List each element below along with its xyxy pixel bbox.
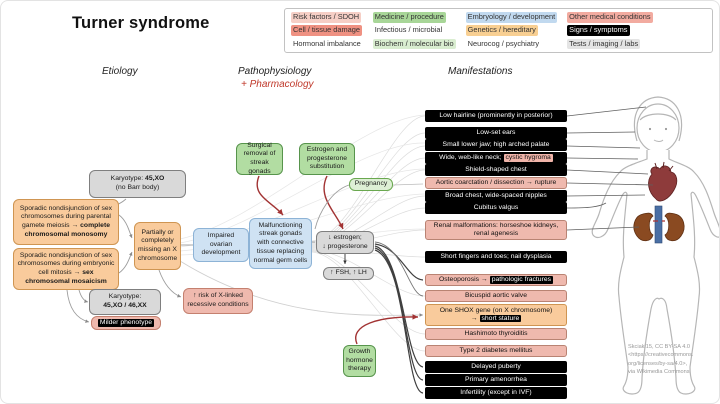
streak-gonads-box: Malfunctioning streak gonads with connec… <box>249 218 312 269</box>
lines-rows-to-body <box>566 106 654 231</box>
legend-item-tests: Tests / imaging / labs <box>567 38 641 49</box>
growth-hormone-therapy-box: Growth hormone therapy <box>343 345 376 377</box>
legend-item-infectious: Infectious / microbial <box>374 25 443 35</box>
cystic-hygroma-highlight: cystic hygroma <box>503 153 553 163</box>
high-fsh-lh-box: ↑ FSH, ↑ LH <box>323 267 374 280</box>
manifestation-delayed-puberty: Delayed puberty <box>425 361 567 373</box>
manifestation-renal-malformations: Renal malformations: horseshoe kidneys, … <box>425 220 567 240</box>
manifestation-shox-short-stature: One SHOX gene (on X chromosome) →short s… <box>425 304 567 326</box>
legend-column: Risk factors / SDOH Cell / tissue damage… <box>291 12 363 49</box>
legend-item-genetics: Genetics / hereditary <box>465 25 538 36</box>
legend-item-hormonal-imbalance: Hormonal imbalance <box>293 38 361 48</box>
impaired-ovarian-development-box: Impaired ovarian development <box>193 228 249 262</box>
lines-low-estrogen-effects <box>374 243 424 394</box>
short-stature-highlight: short stature <box>479 315 522 323</box>
manifestation-primary-amenorrhea: Primary amenorrhea <box>425 374 567 386</box>
cause-meiosis-box: Sporadic nondisjunction of sex chromosom… <box>13 199 119 245</box>
legend-item-biochem: Biochem / molecular bio <box>372 38 456 49</box>
legend-column: Medicine / procedure Infectious / microb… <box>372 12 456 49</box>
child-figure-illustration <box>591 96 719 395</box>
line-pregnancy-aortic <box>392 183 424 186</box>
column-header-etiology: Etiology <box>102 66 138 77</box>
legend-item-embryology: Embryology / development <box>465 12 558 23</box>
manifestation-cubitus-valgus: Cubitus valgus <box>425 202 567 214</box>
manifestation-low-set-ears: Low-set ears <box>425 127 567 139</box>
manifestation-type2-diabetes: Type 2 diabetes mellitus <box>425 345 567 357</box>
milder-phenotype-box: Milder phenotype <box>91 316 161 330</box>
manifestation-shield-chest: Shield-shaped chest <box>425 164 567 176</box>
pregnancy-box: Pregnancy <box>349 178 393 191</box>
surgical-removal-box: Surgical removal of streak gonads <box>236 142 283 175</box>
column-header-pharmacology: + Pharmacology <box>241 79 314 90</box>
estrogen-substitution-box: Estrogen and progesterone substitution <box>299 143 355 175</box>
column-header-manifestations: Manifestations <box>448 66 513 77</box>
legend-item-risk-factors: Risk factors / SDOH <box>291 12 362 23</box>
legend-item-other-conditions: Other medical conditions <box>567 12 653 23</box>
manifestation-low-hairline: Low hairline (prominently in posterior) <box>425 110 567 122</box>
column-header-pathophysiology: Pathophysiology <box>238 66 312 77</box>
image-attribution: Skciaki15, CC BY-SA 4.0 <https://creativ… <box>628 344 694 376</box>
manifestation-osteoporosis: Osteoporosis →pathologic fractures <box>425 274 567 286</box>
manifestation-web-neck: Wide, web-like neck;cystic hygroma <box>425 152 567 164</box>
karyotype-mosaic-box: Karyotype: 45,XO / 46,XX <box>89 289 161 315</box>
manifestation-broad-chest: Broad chest, wide-spaced nipples <box>425 190 567 202</box>
legend-item-neurocog: Neurocog / psychiatry <box>467 38 540 48</box>
pathologic-fractures-highlight: pathologic fractures <box>489 275 554 285</box>
manifestation-small-jaw: Small lower jaw; high arched palate <box>425 139 567 151</box>
kidneys-illustration <box>633 205 685 244</box>
manifestation-hashimoto: Hashimoto thyroiditis <box>425 328 567 340</box>
line-estrogen-bicuspid <box>374 241 424 297</box>
x-linked-risk-box: ↑ risk of X-linked recessive conditions <box>183 288 253 314</box>
etiology-connectors <box>66 184 350 323</box>
heart-illustration <box>648 161 678 202</box>
karyotype-45xo-box: Karyotype: 45,XO (no Barr body) <box>89 170 186 198</box>
legend-item-medicine: Medicine / procedure <box>372 12 446 23</box>
manifestation-aortic-coarctation: Aortic coarctation / dissection → ruptur… <box>425 177 567 189</box>
manifestation-bicuspid-valve: Bicuspid aortic valve <box>425 290 567 302</box>
missing-x-chromosome-box: Partially or completely missing an X chr… <box>134 222 181 270</box>
cause-mitosis-box: Sporadic nondisjunction of sex chromosom… <box>13 248 119 290</box>
page-title: Turner syndrome <box>72 14 210 32</box>
legend-item-signs-symptoms: Signs / symptoms <box>567 25 630 36</box>
legend: Risk factors / SDOH Cell / tissue damage… <box>284 8 713 53</box>
legend-item-cell-damage: Cell / tissue damage <box>291 25 362 36</box>
low-estrogen-box: ↓ estrogen; ↓ progesterone <box>316 231 374 254</box>
manifestation-short-fingers: Short fingers and toes; nail dysplasia <box>425 251 567 263</box>
legend-column: Embryology / development Genetics / here… <box>465 12 558 49</box>
red-therapy-arrows <box>256 175 419 345</box>
legend-column: Other medical conditions Signs / symptom… <box>567 12 653 49</box>
manifestation-infertility: Infertility (except in IVF) <box>425 387 567 399</box>
line-missingx-shox <box>179 260 424 317</box>
